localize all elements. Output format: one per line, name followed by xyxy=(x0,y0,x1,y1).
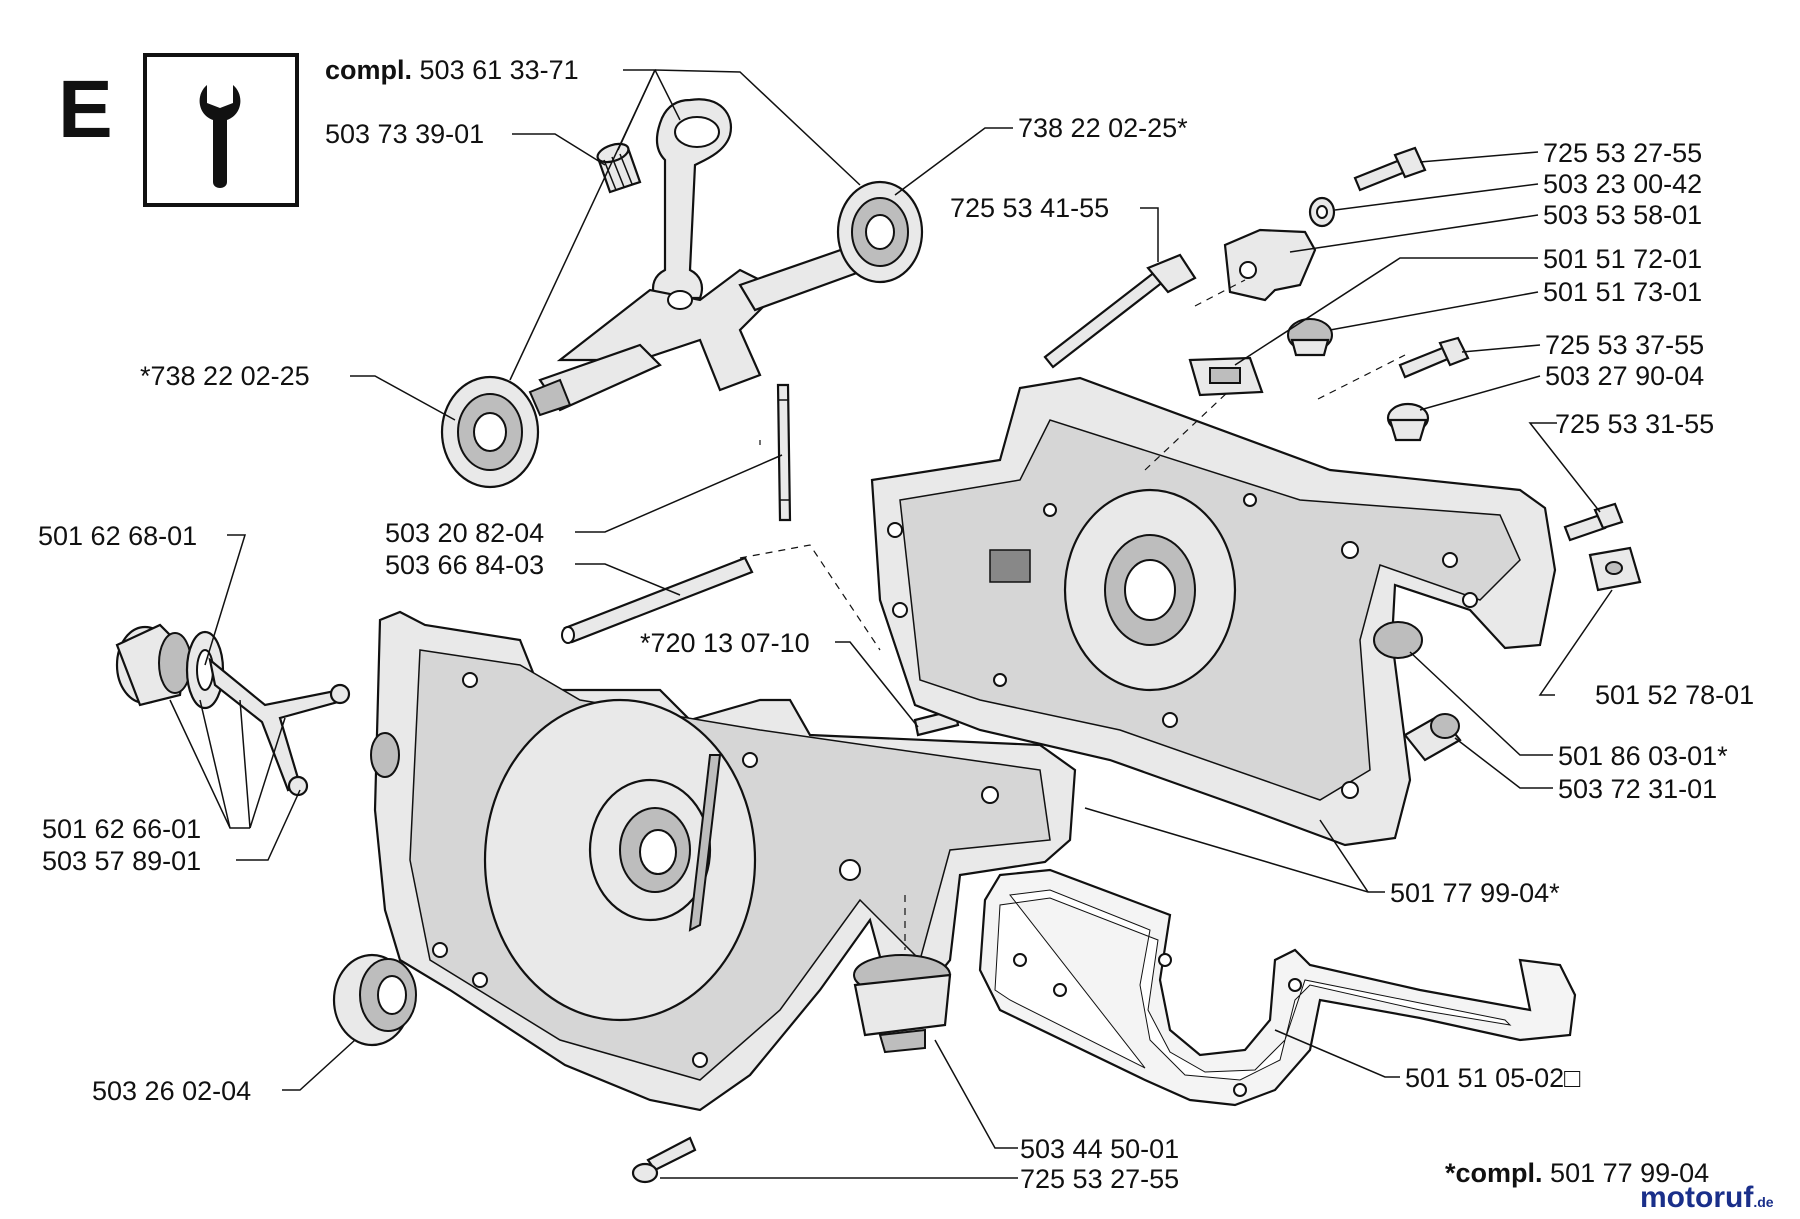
label-strap: 503 57 89-01 xyxy=(42,846,201,876)
label-screw-mid: 725 53 37-55 xyxy=(1545,330,1704,360)
bracket xyxy=(1223,228,1317,302)
label-crankcase: 501 77 99-04* xyxy=(1390,878,1560,908)
label-clip: 501 52 78-01 xyxy=(1595,680,1754,710)
leader-lines xyxy=(169,69,1613,1179)
label-plug-mid: 503 27 90-04 xyxy=(1545,361,1704,391)
ball-bearing-right xyxy=(836,180,924,284)
label-compl-crank: compl. 503 61 33-71 xyxy=(325,55,579,85)
wrench-icon xyxy=(143,53,299,207)
washer xyxy=(1308,196,1336,228)
label-gasket: 501 51 05-02□ xyxy=(1405,1063,1581,1093)
oil-cap-assembly xyxy=(115,623,351,797)
ball-bearing-left xyxy=(440,375,540,489)
label-plug-low: 503 72 31-01 xyxy=(1558,774,1717,804)
label-long-bolt: 725 53 41-55 xyxy=(950,193,1109,223)
label-screw-bottom: 725 53 27-55 xyxy=(1020,1164,1179,1194)
rubber-block xyxy=(1188,356,1264,397)
screw-mid xyxy=(1398,336,1470,379)
label-screw-right: 725 53 31-55 xyxy=(1555,409,1714,439)
label-tube: 503 66 84-03 xyxy=(385,550,544,580)
connecting-rod xyxy=(651,98,733,300)
watermark: motoruf.de xyxy=(1640,1181,1774,1214)
label-bearing-left: *738 22 02-25 xyxy=(140,361,310,391)
clip xyxy=(1588,546,1642,592)
label-seal: 503 26 02-04 xyxy=(92,1076,251,1106)
bush xyxy=(853,954,952,1054)
stud xyxy=(776,383,792,522)
section-letter: E xyxy=(58,64,113,155)
crankcase-left-half xyxy=(370,610,1077,1112)
screw-top xyxy=(1353,146,1427,192)
long-bolt xyxy=(1043,253,1197,369)
label-rubber-block: 501 51 72-01 xyxy=(1543,244,1702,274)
plug-top xyxy=(1287,318,1333,357)
screw-bottom xyxy=(631,1136,697,1184)
needle-bearing xyxy=(596,142,642,194)
crankshaft-assembly xyxy=(440,98,924,489)
grommet xyxy=(1373,621,1423,659)
label-pin: *720 13 07-10 xyxy=(640,628,810,658)
label-cap-parts: 501 62 66-01 xyxy=(42,814,201,844)
label-oil-cap: 501 62 68-01 xyxy=(38,521,197,551)
seal xyxy=(332,953,417,1047)
plug-mid xyxy=(1386,402,1430,442)
plug-low xyxy=(1403,713,1462,762)
label-plug-top: 501 51 73-01 xyxy=(1543,277,1702,307)
label-bush: 503 44 50-01 xyxy=(1020,1134,1179,1164)
label-stud: 503 20 82-04 xyxy=(385,518,544,548)
gasket xyxy=(978,868,1577,1107)
label-screw-top: 725 53 27-55 xyxy=(1543,138,1702,168)
label-bearing-right: 738 22 02-25* xyxy=(1018,113,1188,143)
footer-note: *compl. 501 77 99-04 xyxy=(1445,1158,1709,1188)
screw-right xyxy=(1563,502,1624,542)
crankcase-right-half xyxy=(870,376,1557,847)
label-grommet: 501 86 03-01* xyxy=(1558,741,1728,771)
label-needle-bearing: 503 73 39-01 xyxy=(325,119,484,149)
label-bracket: 503 53 58-01 xyxy=(1543,200,1702,230)
tube xyxy=(561,556,754,644)
label-washer: 503 23 00-42 xyxy=(1543,169,1702,199)
